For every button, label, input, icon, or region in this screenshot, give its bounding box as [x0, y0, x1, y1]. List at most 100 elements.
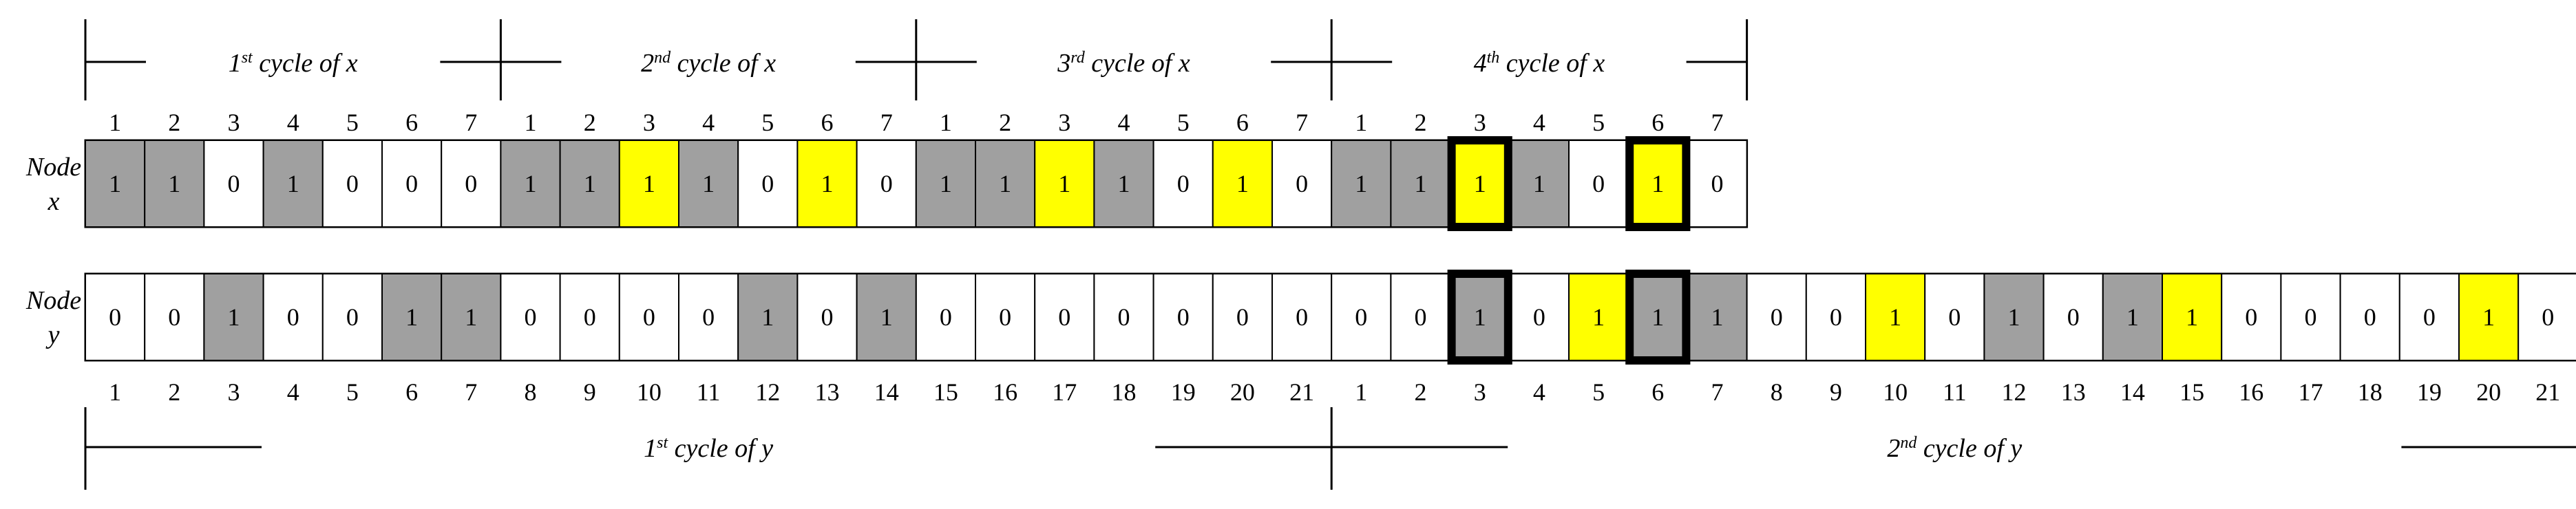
node-x-index-label: 6: [1236, 109, 1249, 136]
node-y-cell: [1152, 273, 1214, 361]
node-y-bit: 0: [999, 303, 1011, 331]
node-x-bit: 1: [821, 170, 834, 197]
y-cycle-brackets: [84, 407, 2576, 490]
node-y-bit: 1: [2126, 303, 2139, 331]
node-y-index-label: 13: [815, 378, 840, 406]
node-y-label-var: y: [45, 321, 60, 349]
node-x-bit: 1: [1355, 170, 1367, 197]
node-y-bit: 0: [1533, 303, 1545, 331]
node-y-bit: 1: [405, 303, 418, 331]
node-x-index-label: 7: [880, 109, 893, 136]
node-y-bit: 0: [940, 303, 952, 331]
node-x-cell: [1093, 140, 1154, 228]
node-y-bit: 0: [1355, 303, 1367, 331]
node-x-index-label: 2: [168, 109, 180, 136]
node-y-index-label: 12: [2002, 378, 2027, 406]
node-y-index-label: 15: [933, 378, 958, 406]
node-y-index-label: 17: [1052, 378, 1077, 406]
node-x-bit: 1: [1058, 170, 1070, 197]
node-y-index-label: 18: [1112, 378, 1137, 406]
node-y-index-label: 6: [405, 378, 418, 406]
node-y-cell: [2280, 273, 2341, 361]
node-y-bit: 0: [2423, 303, 2436, 331]
node-x-label-word: Node: [25, 153, 81, 182]
node-x-bit: 0: [1296, 170, 1308, 197]
node-x-bit: 1: [109, 170, 121, 197]
node-x-bit: 0: [465, 170, 477, 197]
node-y-cell: [1687, 273, 1748, 361]
node-x-cell: [559, 140, 620, 228]
node-y-index-label: 7: [465, 378, 477, 406]
node-y-cell: [2042, 273, 2104, 361]
node-x-cell: [500, 140, 561, 228]
node-y-highlight-box: [1625, 270, 1691, 365]
node-x-bit: 0: [346, 170, 359, 197]
node-y-index-label: 21: [2535, 378, 2560, 406]
node-x-index-label: 1: [1355, 109, 1367, 136]
node-y-index-label: 1: [109, 378, 121, 406]
node-x-cell: [144, 140, 205, 228]
node-y-index-label: 18: [2358, 378, 2383, 406]
node-y-cell: [1568, 273, 1629, 361]
node-x-cell: [441, 140, 502, 228]
node-y-cell: [1093, 273, 1154, 361]
node-y-index-label: 11: [697, 378, 721, 406]
node-y-cell: [321, 273, 383, 361]
node-y-index-label: 14: [2120, 378, 2145, 406]
node-x-bit: 1: [525, 170, 537, 197]
node-y-cell: [915, 273, 977, 361]
node-y-bit: 0: [1830, 303, 1842, 331]
node-x-bit: 1: [1236, 170, 1249, 197]
node-y-index-label: 2: [1415, 378, 1427, 406]
node-y-cell: [1331, 273, 1392, 361]
node-y-bit: 1: [761, 303, 774, 331]
node-x-bit: 0: [228, 170, 240, 197]
node-y-cell: [2517, 273, 2576, 361]
node-y-cycle-label: 2nd cycle of y: [1887, 434, 2022, 463]
node-y-bit: 0: [109, 303, 121, 331]
node-x-cell: [321, 140, 383, 228]
node-y-index-label: 3: [1474, 378, 1486, 406]
node-x-cell: [1449, 140, 1510, 228]
node-y-cell: [1390, 273, 1451, 361]
node-y-bit: 0: [1415, 303, 1427, 331]
node-y-index-label: 5: [1592, 378, 1605, 406]
node-y-bit: 0: [1118, 303, 1130, 331]
node-y-label-word: Node: [25, 286, 81, 315]
node-x-bit: 1: [643, 170, 655, 197]
node-x-bit: 0: [405, 170, 418, 197]
node-x-cell: [915, 140, 977, 228]
node-y-bit: 0: [287, 303, 299, 331]
node-x-index-label: 5: [346, 109, 359, 136]
node-x-cell: [678, 140, 739, 228]
node-y-bit: 0: [168, 303, 180, 331]
node-y-cell: [737, 273, 799, 361]
node-x-index-label: 4: [1533, 109, 1545, 136]
node-y-cell: [144, 273, 205, 361]
node-y-bit: 0: [1236, 303, 1249, 331]
node-y-bit: 0: [525, 303, 537, 331]
node-y-cell: [559, 273, 620, 361]
node-y-index-label: 20: [1230, 378, 1255, 406]
node-x-index-label: 1: [525, 109, 537, 136]
node-y-bit: 1: [1474, 303, 1486, 331]
node-y-bit: 0: [2364, 303, 2376, 331]
node-x-bit: 0: [761, 170, 774, 197]
node-y-bit: 1: [1711, 303, 1724, 331]
node-y-index-label: 20: [2476, 378, 2501, 406]
node-x-bit: 1: [168, 170, 180, 197]
node-y-index-label: 16: [2239, 378, 2263, 406]
node-x-index-label: 5: [1592, 109, 1605, 136]
node-x-bit: 0: [880, 170, 893, 197]
node-x-cycle-label: 1st cycle of x: [229, 49, 358, 78]
node-y-cell: [1924, 273, 1985, 361]
node-y-bit: 0: [702, 303, 715, 331]
